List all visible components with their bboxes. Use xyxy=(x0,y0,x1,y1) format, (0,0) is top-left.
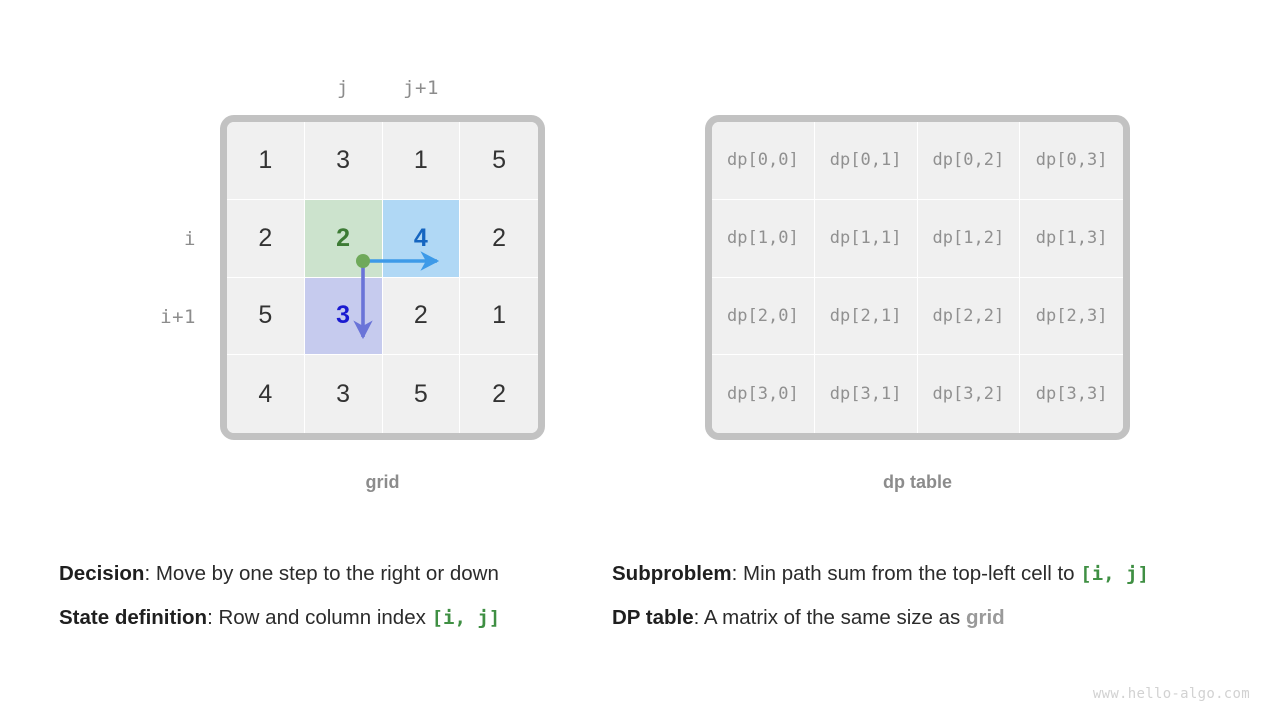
grid-cell-1-0: 2 xyxy=(227,199,305,278)
grid-cell-2-0: 5 xyxy=(227,277,305,356)
description-column-right: Subproblem: Min path sum from the top-le… xyxy=(612,552,1149,640)
grid-cell-2-3: 1 xyxy=(460,277,538,356)
desc-right-sep-0: : xyxy=(731,562,743,585)
desc-left-sep-1: : xyxy=(207,606,219,629)
grid-cell-3-1: 3 xyxy=(304,355,383,433)
dp-matrix: dp[0,0]dp[0,1]dp[0,2]dp[0,3]dp[1,0]dp[1,… xyxy=(705,115,1130,440)
desc-left-body-1: Row and column index xyxy=(218,606,432,629)
desc-left-line-1: State definition: Row and column index [… xyxy=(59,596,500,640)
dp-cell-0-3: dp[0,3] xyxy=(1020,122,1123,200)
grid-row-label-0: i xyxy=(184,228,196,250)
dp-cell-3-0: dp[3,0] xyxy=(712,355,815,433)
desc-right-body-1: A matrix of the same size as xyxy=(703,606,966,629)
description-column-left: Decision: Move by one step to the right … xyxy=(59,552,500,640)
grid-cell-3-0: 4 xyxy=(227,355,305,433)
desc-right-body-0: Min path sum from the top-left cell to xyxy=(743,562,1081,585)
desc-left-sep-0: : xyxy=(144,562,156,585)
desc-right-line-0: Subproblem: Min path sum from the top-le… xyxy=(612,552,1149,596)
dp-cell-0-2: dp[0,2] xyxy=(917,122,1021,200)
desc-right-line-1: DP table: A matrix of the same size as g… xyxy=(612,596,1149,640)
dp-cell-1-0: dp[1,0] xyxy=(712,199,815,278)
grid-col-label-1: j+1 xyxy=(403,77,439,99)
grid-cell-2-2: 2 xyxy=(382,277,461,356)
desc-right-code-1: grid xyxy=(965,606,1005,629)
grid-cell-1-1: 2 xyxy=(304,199,383,278)
grid-cell-0-1: 3 xyxy=(304,122,383,200)
desc-right-term-1: DP table xyxy=(612,606,694,629)
dp-cell-3-2: dp[3,2] xyxy=(917,355,1021,433)
grid-cell-1-2: 4 xyxy=(382,199,461,278)
dp-cell-0-0: dp[0,0] xyxy=(712,122,815,200)
desc-left-code-1: [i, j] xyxy=(431,607,501,629)
dp-table-caption: dp table xyxy=(882,472,952,492)
desc-right-sep-1: : xyxy=(693,606,704,629)
grid-cell-3-3: 2 xyxy=(460,355,538,433)
desc-left-term-0: Decision xyxy=(59,562,145,585)
grid-cell-0-2: 1 xyxy=(382,122,461,200)
site-watermark: www.hello-algo.com xyxy=(1092,686,1250,702)
dp-cell-2-1: dp[2,1] xyxy=(814,277,918,356)
grid-col-label-0: j xyxy=(337,77,349,99)
grid-cell-3-2: 5 xyxy=(382,355,461,433)
desc-left-body-0: Move by one step to the right or down xyxy=(155,562,499,585)
grid-caption: grid xyxy=(365,472,400,492)
grid-cell-2-1: 3 xyxy=(304,277,383,356)
dp-cell-2-0: dp[2,0] xyxy=(712,277,815,356)
grid-cell-0-3: 5 xyxy=(460,122,538,200)
dp-cell-1-3: dp[1,3] xyxy=(1020,199,1123,278)
dp-cell-2-3: dp[2,3] xyxy=(1020,277,1123,356)
grid-cell-0-0: 1 xyxy=(227,122,305,200)
desc-right-term-0: Subproblem xyxy=(612,562,732,585)
desc-right-code-0: [i, j] xyxy=(1080,563,1149,585)
dp-cell-0-1: dp[0,1] xyxy=(814,122,918,200)
grid-row-label-1: i+1 xyxy=(160,306,196,328)
desc-left-term-1: State definition xyxy=(59,606,208,629)
grid-cell-1-3: 2 xyxy=(460,199,538,278)
dp-cell-1-2: dp[1,2] xyxy=(917,199,1021,278)
dp-cell-3-3: dp[3,3] xyxy=(1020,355,1123,433)
dp-cell-3-1: dp[3,1] xyxy=(814,355,918,433)
dp-cell-1-1: dp[1,1] xyxy=(814,199,918,278)
dp-cell-2-2: dp[2,2] xyxy=(917,277,1021,356)
desc-left-line-0: Decision: Move by one step to the right … xyxy=(59,552,500,596)
